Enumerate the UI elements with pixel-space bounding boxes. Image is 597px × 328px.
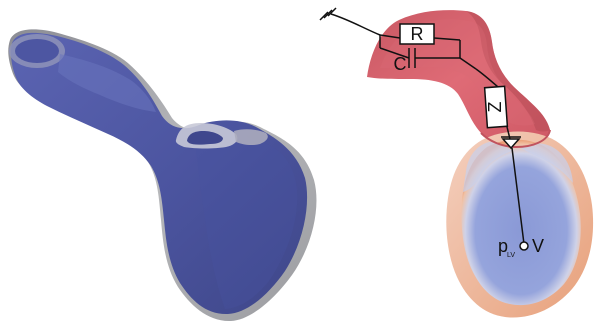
circuit-wire-top	[331, 14, 380, 35]
capacitor-label: C	[394, 54, 407, 74]
lv-node	[520, 242, 528, 250]
resistor-label: R	[411, 24, 424, 44]
right-heart-model: R C Z p LV V	[320, 8, 593, 318]
impedance-label: Z	[485, 102, 505, 113]
pressure-subscript: LV	[507, 252, 515, 259]
left-heart-model	[8, 29, 316, 321]
left-top-opening-inner	[15, 39, 59, 63]
volume-symbol: V	[532, 236, 544, 256]
